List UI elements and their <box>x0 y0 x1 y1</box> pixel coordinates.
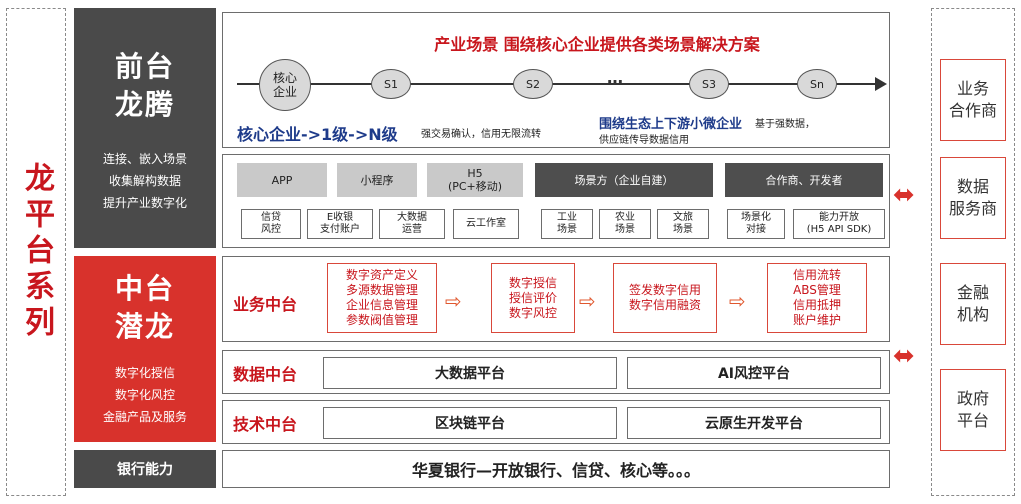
scene-box: 产业场景 围绕核心企业提供各类场景解决方案 核心 企业 S1 S2 … S3 S… <box>222 12 890 148</box>
channels-box: APP 小程序 H5 (PC+移动) 场景方（企业自建） 合作商、开发者 信贷 … <box>222 154 890 248</box>
partner-box: 政府 平台 <box>940 369 1006 451</box>
business-step: 数字资产定义 多源数据管理 企业信息管理 参数阀值管理 <box>327 263 437 333</box>
tech-platform: 区块链平台 <box>323 407 617 439</box>
middle-title-2: 潜龙 <box>114 310 175 343</box>
front-panel: 前台 龙腾 连接、嵌入场景 收集解构数据 提升产业数字化 <box>74 8 216 248</box>
left-frame: 龙平台系列 <box>6 8 66 496</box>
channel-h5: H5 (PC+移动) <box>427 163 523 197</box>
scene-title: 产业场景 围绕核心企业提供各类场景解决方案 <box>434 35 760 54</box>
arrow-right-icon: ⇨ <box>579 289 596 313</box>
middle-panel: 中台 潜龙 数字化授信 数字化风控 金融产品及服务 <box>74 256 216 442</box>
node-ellipsis: … <box>607 67 623 87</box>
right-frame: 业务 合作商 数据 服务商 金融 机构 政府 平台 <box>931 8 1015 496</box>
sub-item: 云工作室 <box>453 209 519 239</box>
partner-box: 业务 合作商 <box>940 59 1006 141</box>
front-line: 收集解构数据 <box>108 174 181 188</box>
data-label: 数据中台 <box>233 365 298 384</box>
tech-platform: 云原生开发平台 <box>627 407 881 439</box>
business-step: 信用流转 ABS管理 信用抵押 账户维护 <box>767 263 867 333</box>
middle-line: 金融产品及服务 <box>102 410 187 424</box>
sub-item: 农业 场景 <box>599 209 651 239</box>
partner-box: 金融 机构 <box>940 263 1006 345</box>
core-chain: 核心企业->1级->N级 <box>237 125 398 144</box>
front-line: 提升产业数字化 <box>102 196 187 210</box>
data-platform: 大数据平台 <box>323 357 617 389</box>
node-s3: S3 <box>689 69 729 99</box>
channel-app: APP <box>237 163 327 197</box>
arrow-right-icon: ⇨ <box>445 289 462 313</box>
channel-mini-program: 小程序 <box>337 163 417 197</box>
sub-item: 信贷 风控 <box>241 209 301 239</box>
sub-item: 能力开放 (H5 API SDK) <box>793 209 885 239</box>
tech-label: 技术中台 <box>233 415 298 434</box>
flow-line <box>237 83 877 85</box>
middle-title-1: 中台 <box>114 272 175 305</box>
sub-item: E收银 支付账户 <box>307 209 373 239</box>
sub-item: 大数据 运营 <box>379 209 445 239</box>
eco-title: 围绕生态上下游小微企业 <box>599 117 743 132</box>
business-step: 签发数字信用 数字信用融资 <box>613 263 717 333</box>
data-platform: AI风控平台 <box>627 357 881 389</box>
core-note: 强交易确认，信用无限流转 <box>421 129 541 140</box>
bank-content: 华夏银行—开放银行、信贷、核心等。。。 <box>222 450 890 488</box>
middle-line: 数字化风控 <box>114 388 175 402</box>
platform-series-title: 龙平台系列 <box>19 162 54 342</box>
bank-label: 银行能力 <box>74 450 216 488</box>
arrow-head-icon <box>875 77 887 91</box>
channel-scene-party: 场景方（企业自建） <box>535 163 713 197</box>
node-sn: Sn <box>797 69 837 99</box>
node-core: 核心 企业 <box>259 59 311 111</box>
data-box: 数据中台 大数据平台 AI风控平台 <box>222 350 890 394</box>
middle-line: 数字化授信 <box>114 366 175 380</box>
node-s2: S2 <box>513 69 553 99</box>
front-line: 连接、嵌入场景 <box>102 152 187 166</box>
front-title-2: 龙腾 <box>114 88 175 121</box>
sub-item: 场景化 对接 <box>727 209 785 239</box>
sub-item: 工业 场景 <box>541 209 593 239</box>
sub-item: 文旅 场景 <box>657 209 709 239</box>
double-arrow-icon: ⬌ <box>893 341 915 371</box>
tech-box: 技术中台 区块链平台 云原生开发平台 <box>222 400 890 444</box>
partner-box: 数据 服务商 <box>940 157 1006 239</box>
business-box: 业务中台 数字资产定义 多源数据管理 企业信息管理 参数阀值管理 ⇨ 数字授信 … <box>222 256 890 342</box>
business-step: 数字授信 授信评价 数字风控 <box>491 263 575 333</box>
channel-partners: 合作商、开发者 <box>725 163 883 197</box>
front-title-1: 前台 <box>114 50 175 83</box>
business-label: 业务中台 <box>233 295 298 314</box>
arrow-right-icon: ⇨ <box>729 289 746 313</box>
double-arrow-icon: ⬌ <box>893 180 915 210</box>
eco-note-1: 基于强数据， <box>755 119 815 130</box>
node-s1: S1 <box>371 69 411 99</box>
eco-note-2: 供应链传导数据信用 <box>599 135 689 146</box>
